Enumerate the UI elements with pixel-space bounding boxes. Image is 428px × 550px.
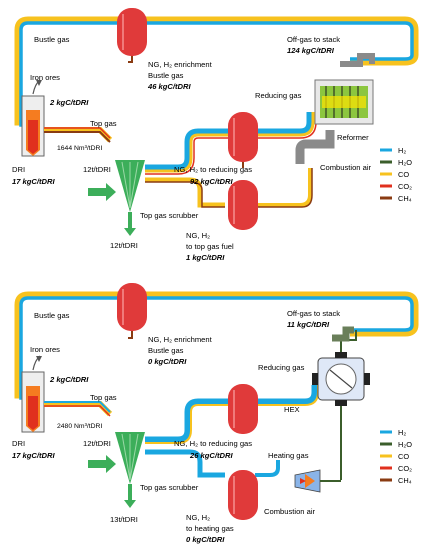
top-reducing-vessel xyxy=(228,112,258,168)
top-enrichment-line2: Bustle gas xyxy=(148,71,184,80)
top-reformer-label: Reformer xyxy=(337,133,369,142)
top-legend-co: CO xyxy=(398,170,409,179)
bottom-enrichment-line1: NG, H₂ enrichment xyxy=(148,335,213,344)
top-legend-ch4: CH₄ xyxy=(398,194,412,203)
top-top-gas-label: Top gas xyxy=(90,119,117,128)
bottom-offgas-carbon: 11 kgC/tDRI xyxy=(287,320,330,329)
bottom-legend-ch4: CH₄ xyxy=(398,476,412,485)
bottom-hex xyxy=(312,326,370,480)
bottom-dri-carbon: 17 kgC/tDRI xyxy=(12,451,56,460)
bottom-legend-h2: H₂ xyxy=(398,428,406,437)
top-dri-label: DRI xyxy=(12,165,25,174)
top-legend-h2: H₂ xyxy=(398,146,406,155)
bottom-shaft-out: 13t/tDRI xyxy=(110,515,138,524)
top-offgas-label: Off-gas to stack xyxy=(287,35,340,44)
bottom-top-gas-line xyxy=(44,401,113,417)
top-bustle-gas-loop xyxy=(14,16,419,126)
bottom-ng-heating-carbon: 0 kgC/tDRI xyxy=(186,535,225,544)
bottom-dri-arrow xyxy=(88,455,116,473)
bottom-hex-label: HEX xyxy=(284,405,300,414)
top-reducing-gas-label: Reducing gas xyxy=(255,91,302,100)
bottom-combustion-air-label: Combustion air xyxy=(264,507,316,516)
top-shaft-furnace xyxy=(21,79,45,157)
bottom-shaft-furnace xyxy=(21,355,45,433)
bottom-gas-flow: 2480 Nm³/tDRI xyxy=(57,423,102,430)
top-enrichment-vessel xyxy=(117,8,147,63)
top-shaft-in: 12t/tDRI xyxy=(83,165,111,174)
top-top-gas-line xyxy=(44,127,113,143)
top-scrubber-label: Top gas scrubber xyxy=(140,211,199,220)
top-dri-carbon: 17 kgC/tDRI xyxy=(12,177,56,186)
bottom-heating-gas-label: Heating gas xyxy=(268,451,309,460)
bottom-reducing-gas-label: Reducing gas xyxy=(258,363,305,372)
bottom-legend-co2: CO₂ xyxy=(398,464,412,473)
top-reformer xyxy=(314,53,375,125)
bottom-bustle-gas-label: Bustle gas xyxy=(34,311,70,320)
top-iron-ores-label: Iron ores xyxy=(30,73,60,82)
bottom-heating-vessel xyxy=(228,470,258,520)
bottom-heating-burner xyxy=(294,469,341,493)
bottom-bustle-gas-loop xyxy=(14,291,419,399)
bottom-scrubber-label: Top gas scrubber xyxy=(140,483,199,492)
bottom-diagram: Bustle gas Iron ores 2 kgC/tDRI Top gas … xyxy=(12,283,419,544)
top-ng-reducing-label: NG, H₂ to reducing gas xyxy=(174,165,252,174)
top-enrichment-carbon: 46 kgC/tDRI xyxy=(147,82,192,91)
bottom-legend: H₂ H₂O CO CO₂ CH₄ xyxy=(380,428,412,485)
bottom-dri-label: DRI xyxy=(12,439,25,448)
top-legend-h2o: H₂O xyxy=(398,158,412,167)
bottom-shaft-in: 12t/tDRI xyxy=(83,439,111,448)
top-dri-arrow xyxy=(88,183,116,201)
bottom-reducing-gas-line xyxy=(145,385,319,444)
bottom-legend-h2o: H₂O xyxy=(398,440,412,449)
bottom-ng-reducing-carbon: 26 kgC/tDRI xyxy=(189,451,234,460)
top-ore-carbon: 2 kgC/tDRI xyxy=(49,98,89,107)
top-ng-fuel-line2: to top gas fuel xyxy=(186,242,234,251)
top-bustle-gas-label: Bustle gas xyxy=(34,35,70,44)
top-combustion-air-duct xyxy=(295,130,335,164)
top-enrichment-line1: NG, H₂ enrichment xyxy=(148,60,213,69)
bottom-offgas-label: Off-gas to stack xyxy=(287,309,340,318)
top-gas-flow: 1644 Nm³/tDRI xyxy=(57,145,102,152)
top-scrubber xyxy=(115,160,145,236)
top-combustion-air-label: Combustion air xyxy=(320,163,372,172)
bottom-ng-heating-line1: NG, H₂ xyxy=(186,513,210,522)
top-shaft-out: 12t/tDRI xyxy=(110,241,138,250)
bottom-ng-heating-line2: to heating gas xyxy=(186,524,234,533)
bottom-enrichment-vessel xyxy=(117,283,147,339)
top-ng-fuel-line1: NG, H₂ xyxy=(186,231,210,240)
bottom-ore-carbon: 2 kgC/tDRI xyxy=(49,375,89,384)
bottom-enrichment-carbon: 0 kgC/tDRI xyxy=(148,357,187,366)
top-ng-reducing-carbon: 92 kgC/tDRI xyxy=(190,177,234,186)
top-diagram: Bustle gas Iron ores 2 kgC/tDRI Top gas … xyxy=(12,8,419,262)
bottom-enrichment-line2: Bustle gas xyxy=(148,346,184,355)
bottom-top-gas-label: Top gas xyxy=(90,393,117,402)
top-legend: H₂ H₂O CO CO₂ CH₄ xyxy=(380,146,412,203)
top-offgas-carbon: 124 kgC/tDRI xyxy=(287,46,335,55)
bottom-legend-co: CO xyxy=(398,452,409,461)
bottom-scrubber xyxy=(115,432,145,508)
top-reducing-gas-line xyxy=(145,112,314,172)
top-legend-co2: CO₂ xyxy=(398,182,412,191)
bottom-ng-reducing-label: NG, H₂ to reducing gas xyxy=(174,439,252,448)
top-ng-fuel-carbon: 1 kgC/tDRI xyxy=(186,253,225,262)
bottom-iron-ores-label: Iron ores xyxy=(30,345,60,354)
bottom-reducing-vessel xyxy=(228,384,258,434)
top-fuel-vessel xyxy=(228,180,258,230)
